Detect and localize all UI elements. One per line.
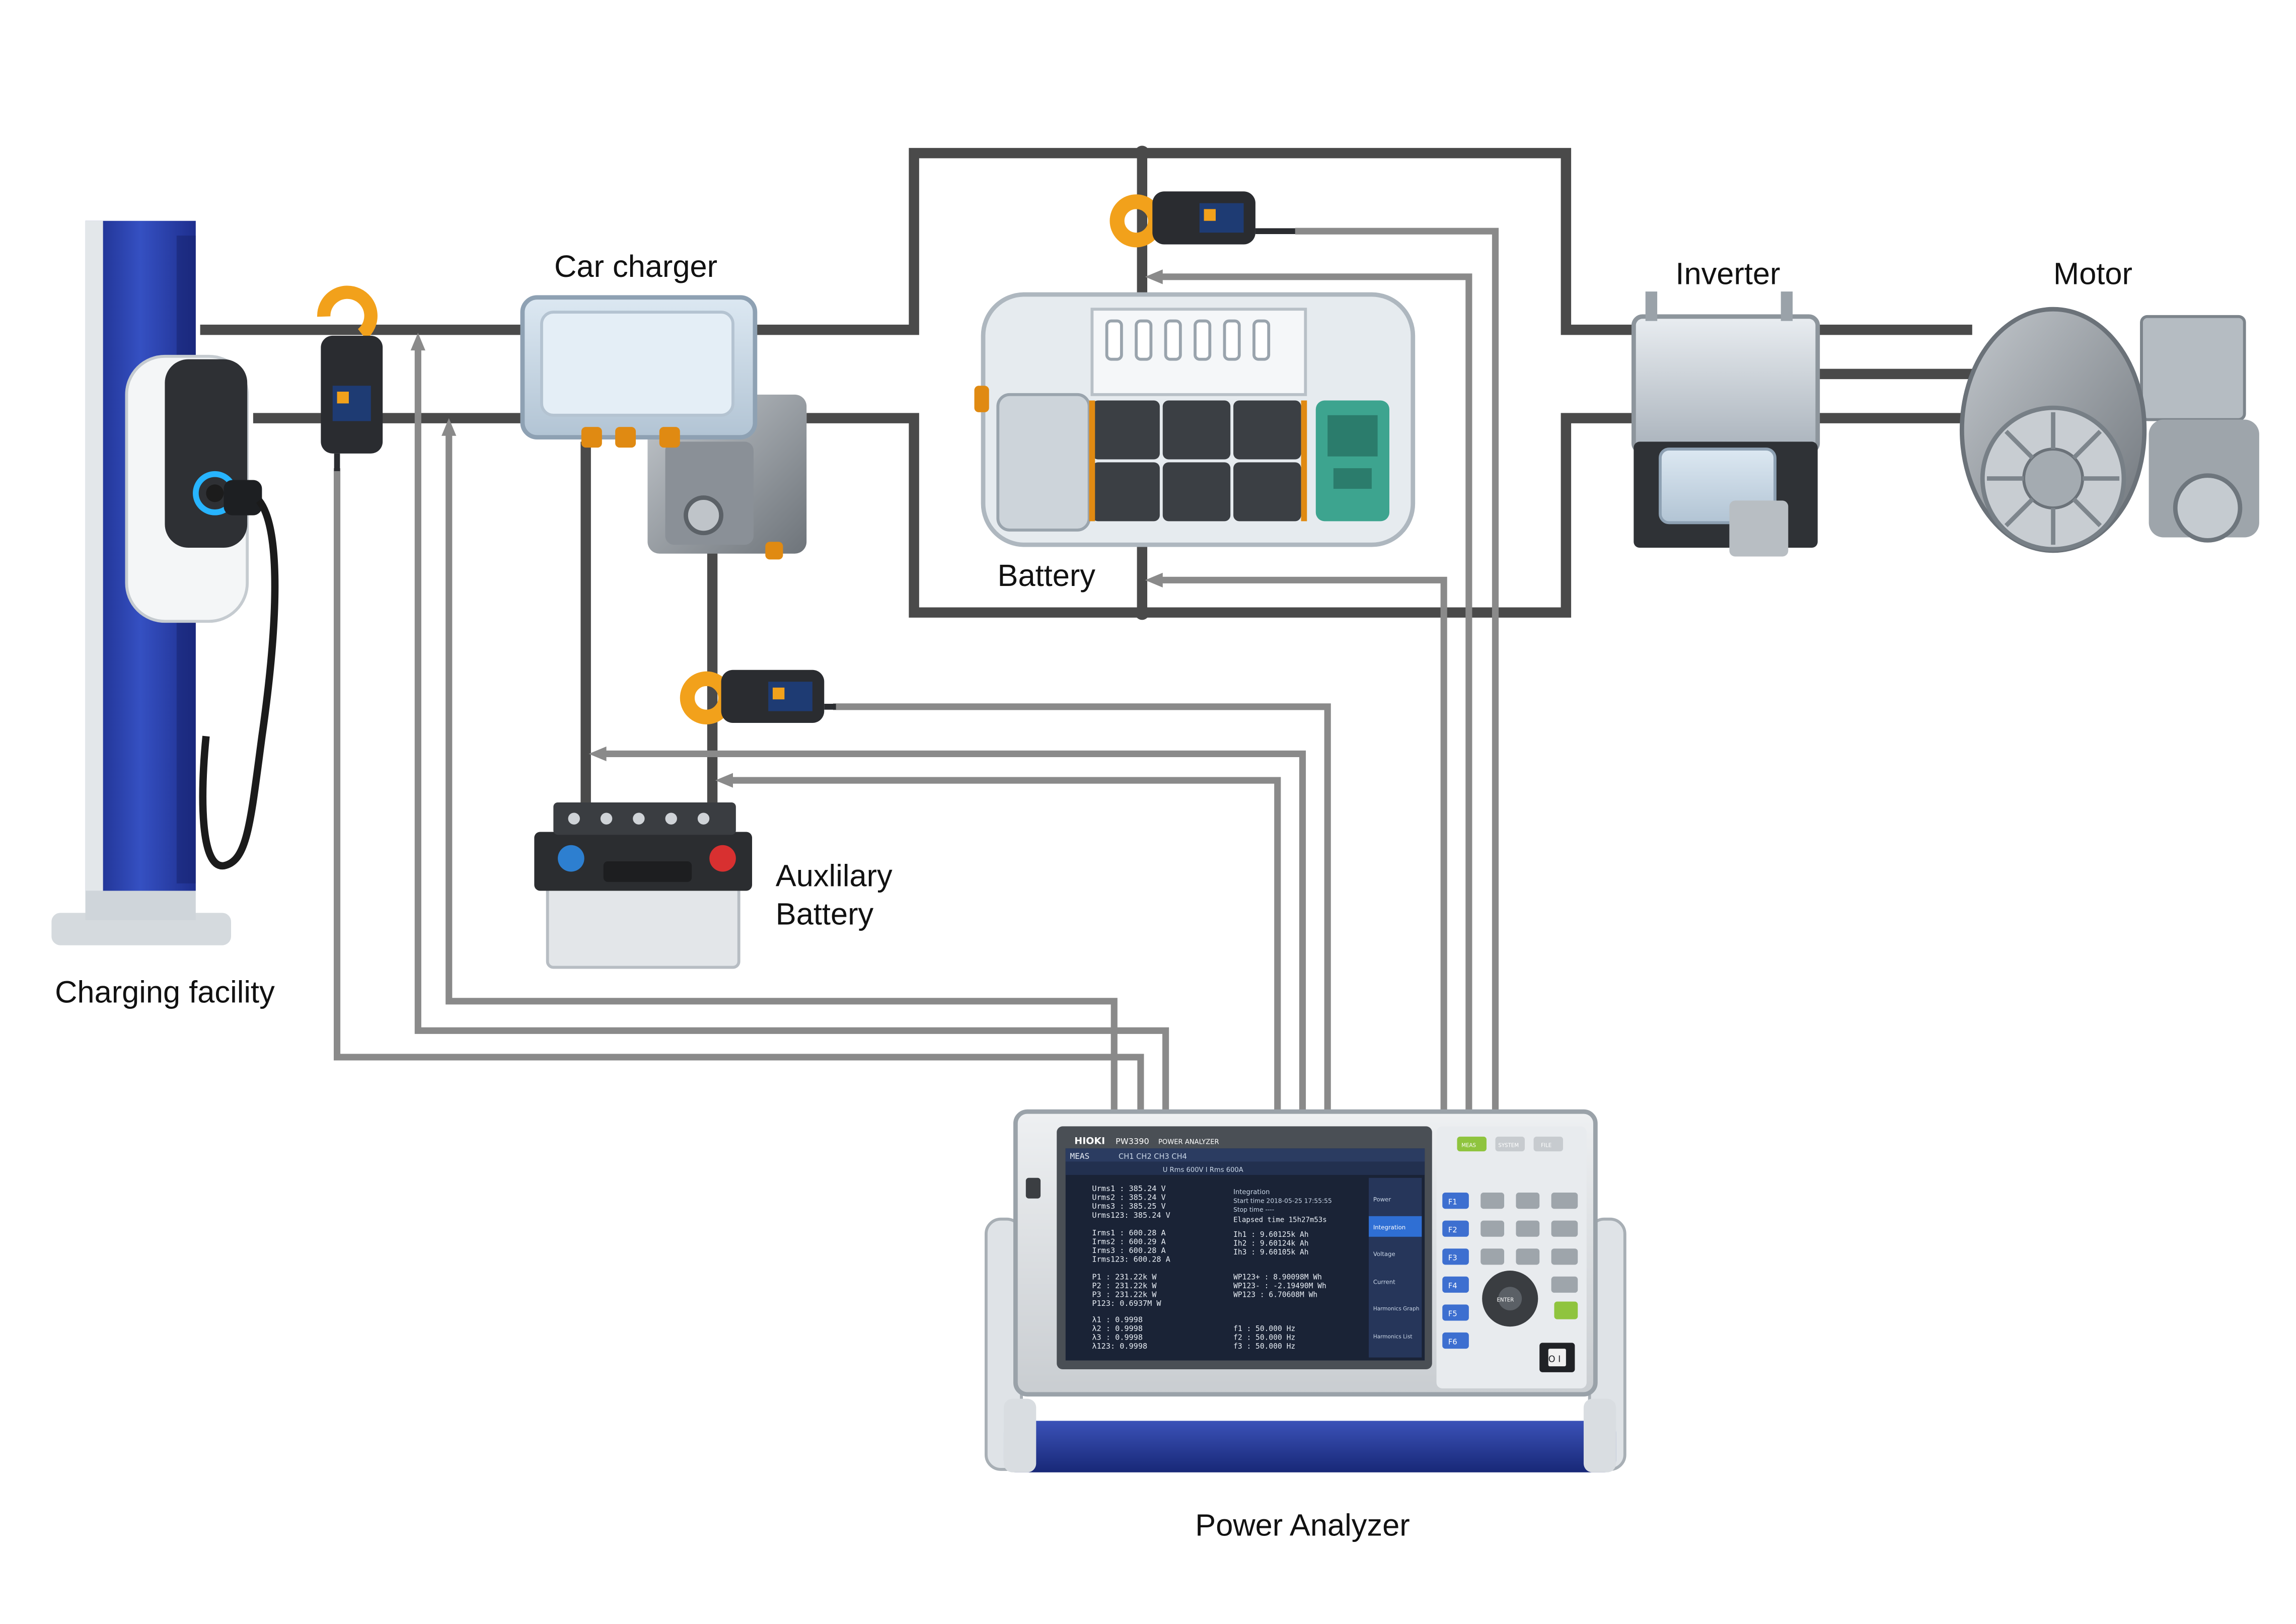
- mode-key-label: FILE: [1541, 1143, 1551, 1148]
- mode-key-label: SYSTEM: [1498, 1143, 1519, 1148]
- ah-row: Ih3 : 9.60105k Ah: [1233, 1248, 1309, 1257]
- side-menu-item: Harmonics Graph: [1373, 1306, 1420, 1312]
- clamp-sensor-charging: [317, 285, 383, 471]
- pf-row: λ2 : 0.9998: [1092, 1324, 1143, 1333]
- freq-row: f3 : 50.000 Hz: [1233, 1342, 1295, 1351]
- mode-key-label: MEAS: [1461, 1143, 1476, 1148]
- side-menu-item: Current: [1373, 1278, 1395, 1285]
- screen-range: U Rms 600V I Rms 600A: [1163, 1166, 1243, 1174]
- analyzer-screen: HIOKI PW3390 POWER ANALYZER MEAS CH1 CH2…: [1070, 1136, 1561, 1365]
- power-row: P3 : 231.22k W: [1092, 1290, 1157, 1299]
- label-aux-battery-line1: Auxlilary: [776, 859, 893, 894]
- voltage-row: Urms123: 385.24 V: [1092, 1211, 1170, 1220]
- ah-row: Ih1 : 9.60125k Ah: [1233, 1230, 1309, 1239]
- pf-row: λ3 : 0.9998: [1092, 1333, 1143, 1342]
- pf-row: λ1 : 0.9998: [1092, 1315, 1143, 1324]
- pf-row: λ123: 0.9998: [1092, 1342, 1147, 1351]
- charging-station: [51, 220, 279, 945]
- car-charger: [520, 295, 807, 560]
- integration-row: Start time 2018-05-25 17:55:55: [1233, 1198, 1332, 1205]
- aux-battery: [534, 802, 753, 969]
- enter-key-label: ENTER: [1497, 1297, 1514, 1303]
- power-row: P1 : 231.22k W: [1092, 1273, 1157, 1282]
- integration-title: Integration: [1233, 1189, 1270, 1196]
- current-row: Irms3 : 600.28 A: [1092, 1246, 1165, 1255]
- labels: Car charger Inverter Motor Battery Auxli…: [55, 249, 2132, 1543]
- voltage-row: Urms2 : 385.24 V: [1092, 1193, 1165, 1202]
- f-key-label: F5: [1448, 1310, 1457, 1318]
- motor: [1959, 307, 2259, 553]
- side-menu-item: Power: [1373, 1196, 1391, 1203]
- label-aux-battery-line2: Battery: [776, 897, 874, 932]
- inverter: [1631, 291, 1820, 557]
- current-row: Irms2 : 600.29 A: [1092, 1237, 1165, 1246]
- power-analyzer: [984, 1109, 1626, 1472]
- voltage-row: Urms3 : 385.25 V: [1092, 1202, 1165, 1211]
- f-key-label: F2: [1448, 1226, 1457, 1234]
- voltage-row: Urms1 : 385.24 V: [1092, 1184, 1165, 1193]
- f-key-label: F4: [1448, 1282, 1457, 1290]
- integration-row: Stop time ----: [1233, 1206, 1274, 1213]
- signal-wiring: [333, 228, 1499, 1112]
- power-row: P2 : 231.22k W: [1092, 1281, 1157, 1290]
- wp-row: WP123+ : 8.90098M Wh: [1233, 1273, 1322, 1282]
- label-power-analyzer: Power Analyzer: [1195, 1508, 1410, 1543]
- f-key-label: F1: [1448, 1198, 1457, 1206]
- freq-row: f2 : 50.000 Hz: [1233, 1334, 1295, 1342]
- f-key-label: F6: [1448, 1338, 1457, 1346]
- power-row: P123: 0.6937M W: [1092, 1299, 1161, 1308]
- ah-row: Ih2 : 9.60124k Ah: [1233, 1239, 1309, 1247]
- power-switch-label: O I: [1548, 1354, 1561, 1364]
- clamp-sensor-aux: [680, 670, 836, 724]
- mode-keys: [1457, 1136, 1563, 1152]
- label-battery: Battery: [998, 558, 1096, 593]
- current-row: Irms1 : 600.28 A: [1092, 1228, 1165, 1237]
- label-inverter: Inverter: [1675, 256, 1780, 291]
- wp-row: WP123 : 6.70608M Wh: [1233, 1291, 1317, 1299]
- current-row: Irms123: 600.28 A: [1092, 1255, 1170, 1264]
- analyzer-model-desc: POWER ANALYZER: [1158, 1139, 1219, 1146]
- label-motor: Motor: [2053, 256, 2132, 291]
- main-battery: [974, 292, 1416, 547]
- screen-channels: CH1 CH2 CH3 CH4: [1119, 1152, 1187, 1161]
- label-car-charger: Car charger: [554, 249, 717, 284]
- side-menu-item: Integration: [1373, 1224, 1405, 1231]
- wp-row: WP123- : -2.19490M Wh: [1233, 1282, 1326, 1290]
- side-menu-item: Voltage: [1373, 1250, 1395, 1258]
- analyzer-brand: HIOKI: [1074, 1136, 1105, 1147]
- f-key-label: F3: [1448, 1254, 1457, 1263]
- clamp-sensor-battery: [1109, 191, 1295, 248]
- side-menu-item: Harmonics List: [1373, 1334, 1413, 1340]
- freq-row: f1 : 50.000 Hz: [1233, 1324, 1295, 1333]
- screen-header: MEAS: [1070, 1151, 1090, 1161]
- label-charging-facility: Charging facility: [55, 975, 275, 1010]
- integration-row: Elapsed time 15h27m53s: [1233, 1216, 1327, 1224]
- analyzer-model: PW3390: [1116, 1137, 1149, 1146]
